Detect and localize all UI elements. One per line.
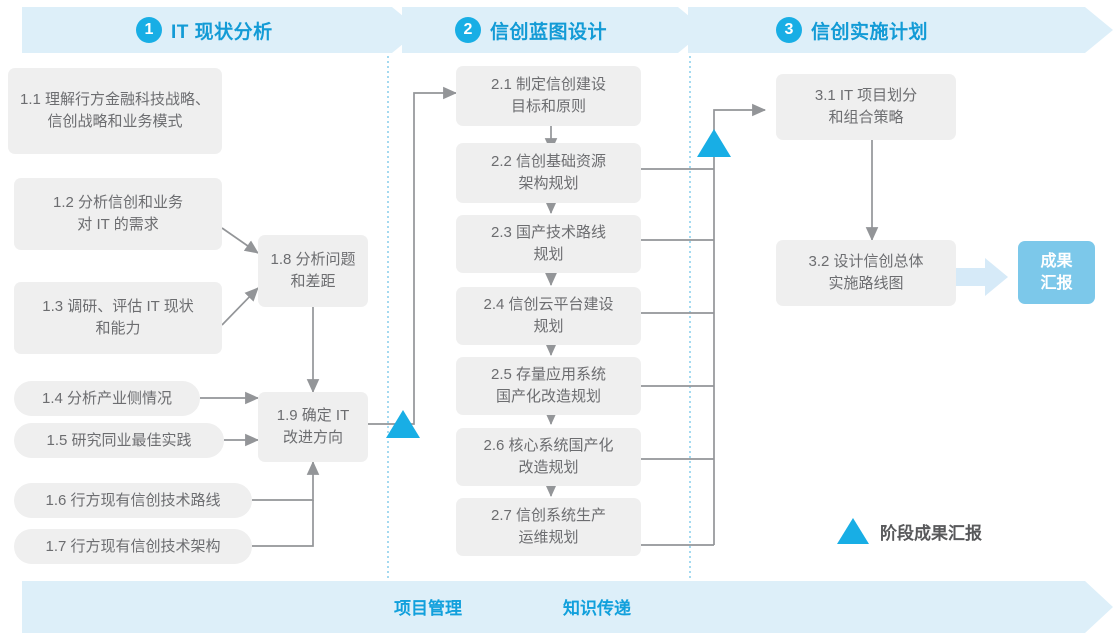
process-box-1-4[interactable]: 1.4 分析产业侧情况	[14, 381, 200, 416]
result-block-arrow-icon	[955, 258, 1008, 296]
process-box-2-3[interactable]: 2.3 国产技术路线规划	[456, 215, 641, 273]
process-box-1-1[interactable]: 1.1 理解行方金融科技战略、信创战略和业务模式	[8, 68, 222, 154]
phase-title-2: 2 信创蓝图设计	[455, 7, 607, 53]
process-box-2-7[interactable]: 2.7 信创系统生产运维规划	[456, 498, 641, 556]
process-box-2-4[interactable]: 2.4 信创云平台建设规划	[456, 287, 641, 345]
phase-label-2: 信创蓝图设计	[490, 21, 608, 43]
process-box-2-6[interactable]: 2.6 核心系统国产化改造规划	[456, 428, 641, 486]
process-box-3-1[interactable]: 3.1 IT 项目划分和组合策略	[776, 74, 956, 140]
process-box-1-7[interactable]: 1.7 行方现有信创技术架构	[14, 529, 252, 564]
process-box-1-6[interactable]: 1.6 行方现有信创技术路线	[14, 483, 252, 518]
legend-label: 阶段成果汇报	[880, 523, 982, 543]
bottom-bar-item-project-management: 项目管理	[394, 599, 462, 618]
phase-label-1: IT 现状分析	[171, 21, 273, 43]
phase-number-1: 1	[136, 17, 162, 43]
phase-title-1: 1 IT 现状分析	[136, 7, 273, 53]
process-box-3-2[interactable]: 3.2 设计信创总体实施路线图	[776, 240, 956, 306]
phase-title-3: 3 信创实施计划	[776, 7, 928, 53]
process-box-1-2[interactable]: 1.2 分析信创和业务对 IT 的需求	[14, 178, 222, 250]
bottom-bar-item-knowledge-transfer: 知识传递	[563, 599, 631, 618]
process-box-1-8[interactable]: 1.8 分析问题和差距	[258, 235, 368, 307]
triangle-marker-icon	[837, 518, 869, 544]
process-box-2-5[interactable]: 2.5 存量应用系统国产化改造规划	[456, 357, 641, 415]
process-box-2-2[interactable]: 2.2 信创基础资源架构规划	[456, 143, 641, 203]
phase-number-2: 2	[455, 17, 481, 43]
phase-number-3: 3	[776, 17, 802, 43]
phase-label-3: 信创实施计划	[811, 21, 929, 43]
legend: 阶段成果汇报	[837, 518, 982, 544]
process-box-2-1[interactable]: 2.1 制定信创建设目标和原则	[456, 66, 641, 126]
process-box-1-3[interactable]: 1.3 调研、评估 IT 现状和能力	[14, 282, 222, 354]
process-box-1-5[interactable]: 1.5 研究同业最佳实践	[14, 423, 224, 458]
result-report-badge[interactable]: 成果汇报	[1018, 241, 1095, 304]
